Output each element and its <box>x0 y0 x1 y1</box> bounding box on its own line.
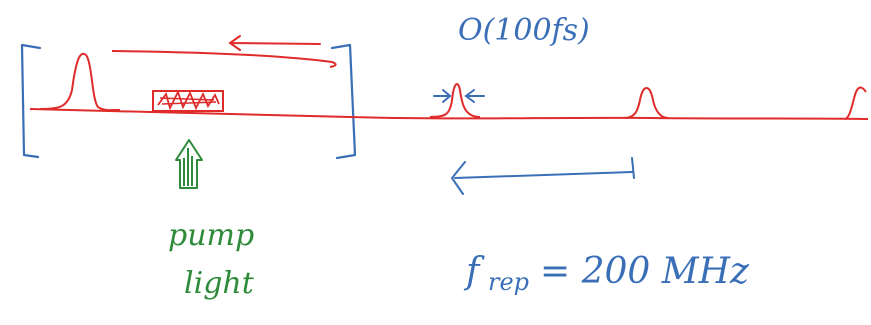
output-pulse-3 <box>844 86 867 120</box>
pulse-width-marker <box>433 89 485 103</box>
cavity-return-path <box>111 50 337 68</box>
pump-label-line2: light <box>184 266 255 301</box>
gain-medium-icon <box>152 89 224 112</box>
pump-label-line1: pump <box>168 218 254 253</box>
output-pulse-1 <box>429 83 481 118</box>
period-arrow <box>450 157 635 195</box>
rep-rate-subscript: rep <box>488 268 529 296</box>
beam-line <box>29 108 869 120</box>
rep-rate-symbol: f <box>463 251 485 292</box>
rep-rate-value: = 200 MHz <box>540 251 750 292</box>
left-mirror <box>20 43 42 159</box>
pump-arrow-icon <box>175 139 203 189</box>
intracavity-pulse <box>39 52 121 112</box>
right-mirror <box>330 43 357 160</box>
left-arrow <box>228 35 321 51</box>
output-pulse-2 <box>624 87 669 119</box>
pulse-duration-label: O(100fs) <box>458 13 590 48</box>
